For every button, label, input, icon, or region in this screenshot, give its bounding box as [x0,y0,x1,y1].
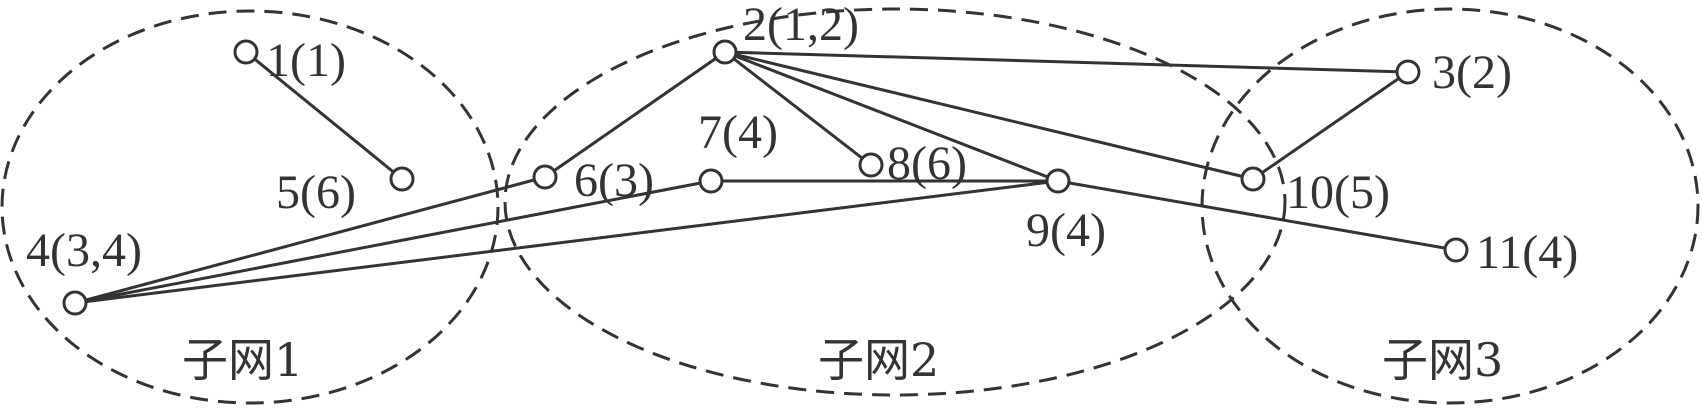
subnet-label-3: 子网3 [1382,333,1503,387]
node-8 [858,152,884,178]
edge-2-8 [724,50,872,167]
edge-1-5 [245,50,403,181]
node-group [62,39,1469,316]
edge-4-9 [74,179,1059,305]
edge-2-3 [724,50,1409,74]
node-label-3: 3(2) [1432,46,1512,99]
node-label-5: 5(6) [276,166,356,219]
node-label-10: 10(5) [1286,166,1390,219]
node-2 [712,39,738,65]
node-label-9: 9(4) [1026,204,1106,257]
node-label-8: 8(6) [887,137,967,190]
node-label-7: 7(4) [698,106,778,159]
node-11 [1443,237,1469,263]
edge-2-10 [724,50,1254,181]
node-10 [1240,166,1266,192]
edge-9-11 [1057,179,1457,252]
edge-2-6 [544,50,726,179]
node-5 [389,166,415,192]
edge-group [74,50,1457,305]
edge-2-9 [724,50,1059,183]
node-4 [62,290,88,316]
edge-4-6 [74,175,546,305]
node-6 [532,164,558,190]
node-label-4: 4(3,4) [26,224,142,277]
edge-4-7 [74,179,712,305]
node-1 [233,39,259,65]
node-label-2: 2(1,2) [743,0,859,51]
node-label-11: 11(4) [1476,226,1578,279]
node-label-6: 6(3) [574,154,654,207]
subnet-label-2: 子网2 [818,333,939,387]
subnet-1-boundary [0,9,500,405]
node-label-1: 1(1) [266,34,346,87]
subnet-label-group: 子网1 子网2 子网3 [182,333,1503,387]
subnet-2-boundary [503,7,1287,397]
node-7 [698,168,724,194]
node-label-group: 1(1) 2(1,2) 3(2) 4(3,4) 5(6) 6(3) 7(4) 8… [26,0,1578,279]
edge-3-10 [1252,70,1409,181]
node-3 [1395,59,1421,85]
node-9 [1045,168,1071,194]
subnet-label-1: 子网1 [182,333,303,387]
